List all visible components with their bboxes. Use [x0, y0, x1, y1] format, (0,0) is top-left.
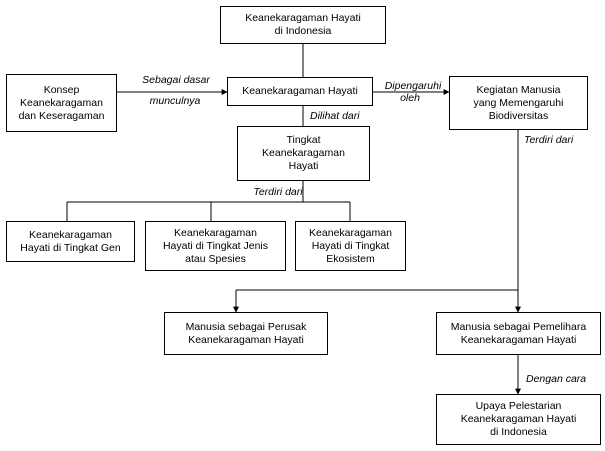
node-center: Keanekaragaman Hayati — [227, 77, 373, 106]
node-top: Keanekaragaman Hayati di Indonesia — [220, 6, 386, 44]
node-perusak: Manusia sebagai Perusak Keanekaragaman H… — [164, 312, 328, 355]
label-munculnya: munculnya — [149, 95, 201, 107]
label-terdiri-dari-right: Terdiri dari — [524, 134, 574, 146]
node-tingkat: Tingkat Keanekaragaman Hayati — [237, 126, 370, 181]
node-gen: Keanekaragaman Hayati di Tingkat Gen — [6, 221, 135, 262]
node-pemelihara: Manusia sebagai Pemelihara Keanekaragama… — [436, 312, 601, 355]
node-kegiatan: Kegiatan Manusia yang Memengaruhi Biodiv… — [449, 76, 588, 130]
node-upaya: Upaya Pelestarian Keanekaragaman Hayati … — [436, 394, 601, 445]
label-dengan-cara: Dengan cara — [526, 373, 587, 385]
node-ekosistem: Keanekaragaman Hayati di Tingkat Ekosist… — [295, 221, 406, 271]
label-terdiri-dari-left: Terdiri dari — [253, 186, 303, 198]
label-dilihat-dari: Dilihat dari — [310, 110, 360, 122]
node-konsep: Konsep Keanekaragaman dan Keseragaman — [6, 74, 117, 132]
label-dipengaruhi: Dipengaruhi — [384, 80, 442, 92]
node-jenis: Keanekaragaman Hayati di Tingkat Jenis a… — [145, 221, 286, 271]
label-oleh: oleh — [400, 92, 420, 104]
label-sebagai-dasar: Sebagai dasar — [142, 74, 210, 86]
